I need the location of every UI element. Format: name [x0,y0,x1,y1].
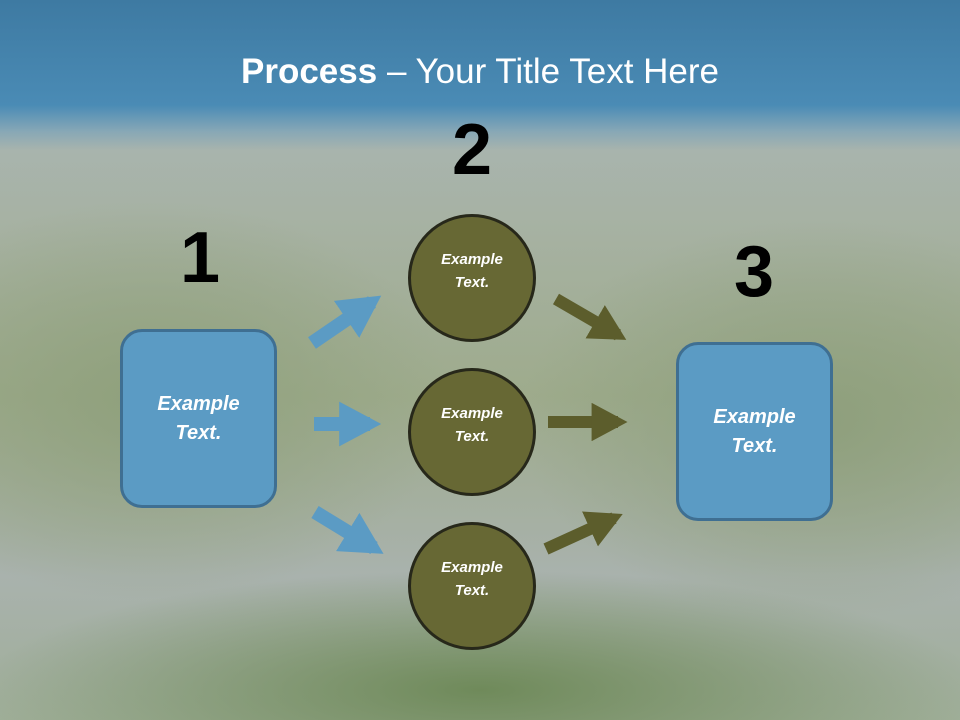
step-number-2: 2 [451,110,493,190]
end-box-line1: Example [713,405,796,428]
arrow-to-step3-top [552,293,627,341]
step-number-3: 3 [733,232,775,312]
arrow-to-step2-bottom [311,506,384,554]
start-box-line1: Example [157,392,240,415]
arrow-to-step2-top [308,295,382,349]
circle-line1: Example [441,405,503,422]
arrow-to-step3-bottom [543,511,623,555]
step-number-1: 1 [179,218,221,298]
circle-line2: Text. [454,582,490,599]
circle-line1: Example [441,251,503,268]
slide-title: Process – Your Title Text Here [0,52,960,92]
start-box-line2: Text. [175,421,222,444]
circle-line1: Example [441,559,503,576]
circle-line2: Text. [454,428,490,445]
title-banner [0,0,960,150]
title-rest: – Your Title Text Here [377,52,719,91]
circle-line2: Text. [454,274,490,291]
title-bold: Process [241,52,378,91]
end-box-line2: Text. [731,434,778,457]
